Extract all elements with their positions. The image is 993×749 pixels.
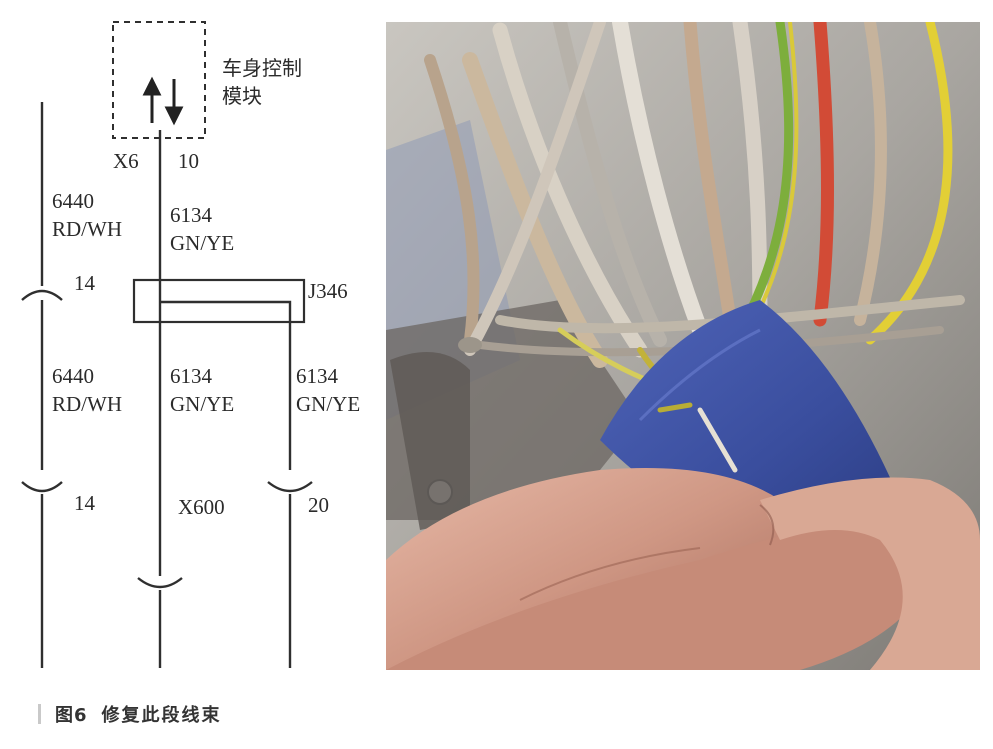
caption-text: 修复此段线束 — [101, 705, 222, 726]
figure-number: 图6 — [55, 705, 88, 726]
module-label-line1: 车身控制 — [222, 56, 302, 80]
wire-number: 6134 — [170, 203, 213, 227]
wire-number: 6134 — [296, 364, 339, 388]
caption-marker — [38, 704, 41, 724]
pin-label: 20 — [308, 493, 329, 517]
pin-label: 14 — [74, 491, 96, 515]
pin-label: 14 — [74, 271, 96, 295]
module-connector-label: X6 — [113, 149, 139, 173]
connector-x600-center — [137, 577, 183, 589]
wire-color: RD/WH — [52, 392, 122, 416]
diagram: 车身控制 模块 X6 10 6440 RD/WH 14 6440 RD/WH 1… — [21, 21, 360, 668]
figure-caption: 图6 修复此段线束 — [38, 700, 222, 728]
splice-j346-box — [132, 278, 306, 324]
module-pin-label: 10 — [178, 149, 199, 173]
wire-harness-photo — [386, 22, 980, 670]
bidirectional-arrow-icon — [142, 76, 184, 126]
connector-label: X600 — [178, 495, 225, 519]
connector-14-upper-left — [21, 289, 63, 301]
connector-14-lower-left — [21, 481, 63, 493]
wire-number: 6134 — [170, 364, 213, 388]
body-control-module-box — [112, 21, 206, 139]
splice-branch — [160, 300, 292, 322]
wire-color: GN/YE — [170, 392, 234, 416]
wire-number: 6440 — [52, 189, 94, 213]
module-label-line2: 模块 — [222, 84, 262, 108]
wire-number: 6440 — [52, 364, 94, 388]
wire-color: GN/YE — [170, 231, 234, 255]
wire-color: GN/YE — [296, 392, 360, 416]
splice-label: J346 — [308, 279, 348, 303]
connector-20-right — [267, 481, 313, 493]
wire-color: RD/WH — [52, 217, 122, 241]
